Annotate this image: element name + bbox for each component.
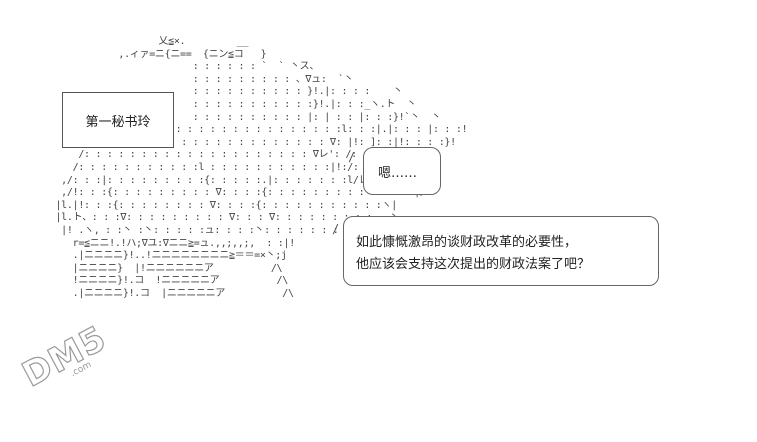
speech-line-1: 如此慷慨激昂的谈财政改革的必要性， (356, 235, 578, 250)
ascii-art-line: ,.ィァ=ニ{ニ== {ニン≦コ } (44, 48, 267, 60)
speech-bubble-small: 嗯…… (363, 147, 441, 195)
speaker-name: 第一秘书玲 (85, 114, 151, 130)
speech-line-2: 他应该会支持这次提出的财政法案了吧？ (356, 257, 591, 272)
ascii-art-line: |! .ヽ, : :丶 :丶: : : : :ュ: : : :丶: : : : … (44, 224, 387, 236)
ascii-art-line: |l.|!: : :{: : : : : : : : ∇: : : :{: : … (44, 199, 397, 211)
dm5-watermark: DM5 .com (15, 318, 114, 396)
watermark-logo: DM5 (15, 318, 114, 396)
ascii-art-line: : : : : : : : : : : }!.|: : : : 丶 (44, 86, 403, 98)
bubble-tail-large: / (332, 222, 340, 236)
ascii-art-line: : : : : : : : : : : :}!.|: : :_ヽ.ト 丶 (44, 98, 417, 110)
ascii-art-line: |ニニニニ} |!ニニニニニニア /\ (44, 262, 283, 274)
bubble-tail-small: / (348, 150, 356, 164)
ascii-art-line: ,/: : :|: : : : : : : : :{: : : : :.|: :… (44, 174, 424, 186)
name-box: 第一秘书玲 (62, 92, 174, 148)
speech-text-small: 嗯…… (378, 166, 418, 181)
speech-bubble-large: 如此慷慨激昂的谈财政改革的必要性， 他应该会支持这次提出的财政法案了吧？ (343, 216, 659, 286)
ascii-art-line: .|ニニニニ}!.コ |ニニニニニア /\ (44, 287, 294, 299)
ascii-art-line: : : : : : : ` ` 丶ス、 (44, 61, 320, 73)
ascii-art-line: 乂≦×. __ (44, 36, 249, 47)
ascii-art-line: !ニニニニ}!.コ !ニニニニニア /\ (44, 275, 289, 287)
ascii-art-line: : : : : : : : : : : |: | : : |: : :}!`丶 … (44, 111, 442, 123)
ascii-art-line: ,/!: : :{: : : : : : : : : ∇: : : :{: : … (44, 187, 426, 199)
ascii-art-line: r=≦ニニ!.!ハ;∇ユ:∇ニニ≧=ュ.,,;,,;, : :|! (44, 237, 296, 249)
ascii-art-line: .|ニニニニ}!..!ニニニニニニニニ≧＝＝=×丶;j (44, 250, 287, 262)
ascii-art-line: : : : : : : : : : 、∇ュ: `丶 (44, 73, 354, 85)
